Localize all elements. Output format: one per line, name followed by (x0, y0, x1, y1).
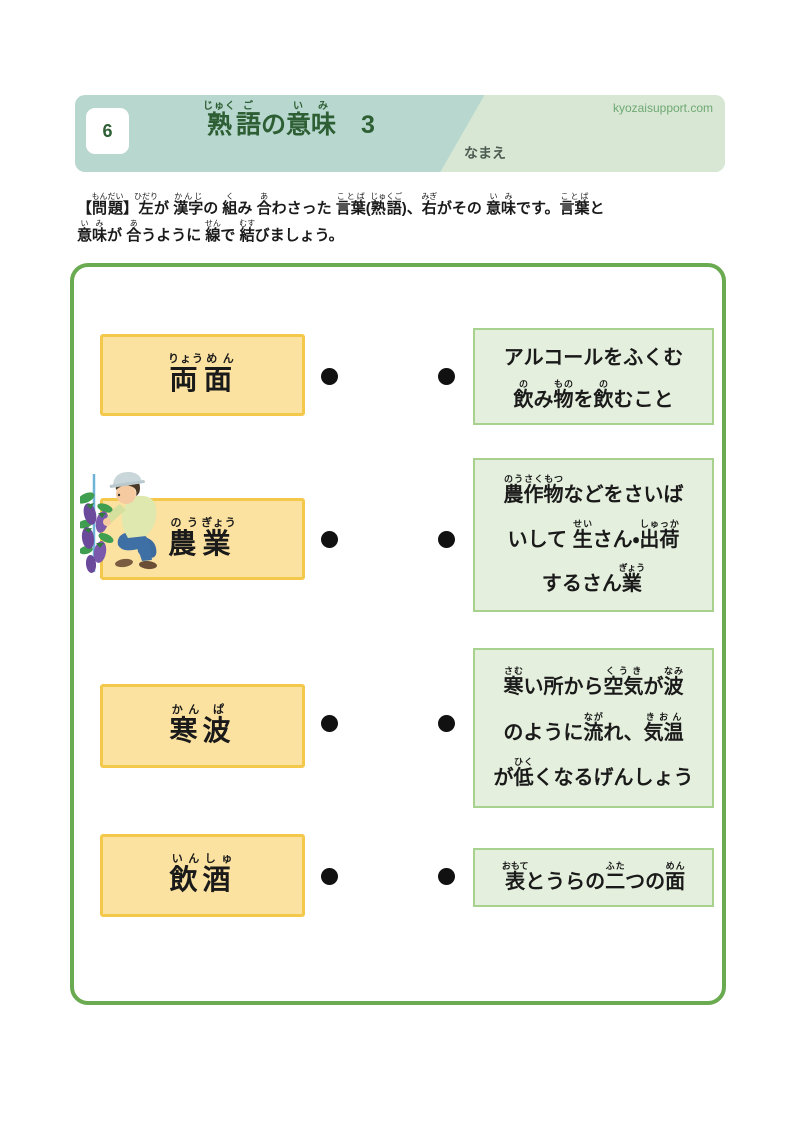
definition-box-2[interactable]: 農作物のうさくもつなどをさいば いして 生せいさん・出荷しゅっか するさん業ぎょ… (473, 458, 714, 612)
site-url: kyozaisupport.com (612, 101, 713, 115)
problem-line-1: 【問題もんだい】左ひだりが 漢字かんじの 組くみ 合あわさった 言葉ことば(熟語… (77, 192, 605, 217)
term-box-kanpa[interactable]: 寒かん波ぱ (100, 684, 305, 768)
term-dot-2[interactable] (321, 531, 338, 548)
eggplants (81, 503, 109, 573)
term-box-ryoumen[interactable]: 両りょう面めん (100, 334, 305, 416)
definition-dot-3[interactable] (438, 715, 455, 732)
farmer-figure (103, 472, 157, 570)
definition-dot-4[interactable] (438, 868, 455, 885)
worksheet-header: 6 熟じゅく語ごの意い味み 3 kyozaisupport.com なまえ (75, 95, 725, 172)
definition-line: いして 生せいさん・出荷しゅっか (507, 518, 680, 551)
problem-statement: 【問題もんだい】左ひだりが 漢字かんじの 組くみ 合あわさった 言葉ことば(熟語… (77, 192, 732, 246)
name-area-background (440, 95, 725, 172)
definition-box-4[interactable]: 表おもてとうらの二ふたつの面めん (473, 848, 714, 907)
definition-line: のように流ながれ、気温きおん (503, 711, 684, 744)
definition-line: 飲のみ物ものを飲のむこと (513, 378, 674, 411)
term-dot-3[interactable] (321, 715, 338, 732)
farmer-picking-eggplants-illustration (80, 472, 157, 573)
definition-dot-1[interactable] (438, 368, 455, 385)
worksheet-number-badge: 6 (86, 108, 129, 154)
definition-line: 農作物のうさくもつなどをさいば (503, 474, 684, 507)
definition-line: 表おもてとうらの二ふたつの面めん (501, 861, 686, 893)
term-box-inshu[interactable]: 飲いん酒しゅ (100, 834, 305, 917)
definition-dot-2[interactable] (438, 531, 455, 548)
term-dot-1[interactable] (321, 368, 338, 385)
term-dot-4[interactable] (321, 868, 338, 885)
name-label: なまえ (464, 145, 506, 161)
definition-line: が低ひくくなるげんしょう (493, 757, 694, 790)
definition-line: アルコールをふくむ (503, 347, 684, 370)
definition-box-3[interactable]: 寒さむい所から空気くうきが波なみ のように流ながれ、気温きおん が低ひくくなるげ… (473, 648, 714, 808)
problem-line-2: 意味いみが 合あうように 線せんで 結むすびましょう。 (77, 219, 344, 244)
definition-line: するさん業ぎょう (541, 562, 646, 595)
definition-box-1[interactable]: アルコールをふくむ 飲のみ物ものを飲のむこと (473, 328, 714, 425)
page-title: 熟じゅく語ごの意い味み 3 (203, 101, 375, 139)
definition-line: 寒さむい所から空気くうきが波なみ (503, 665, 684, 698)
